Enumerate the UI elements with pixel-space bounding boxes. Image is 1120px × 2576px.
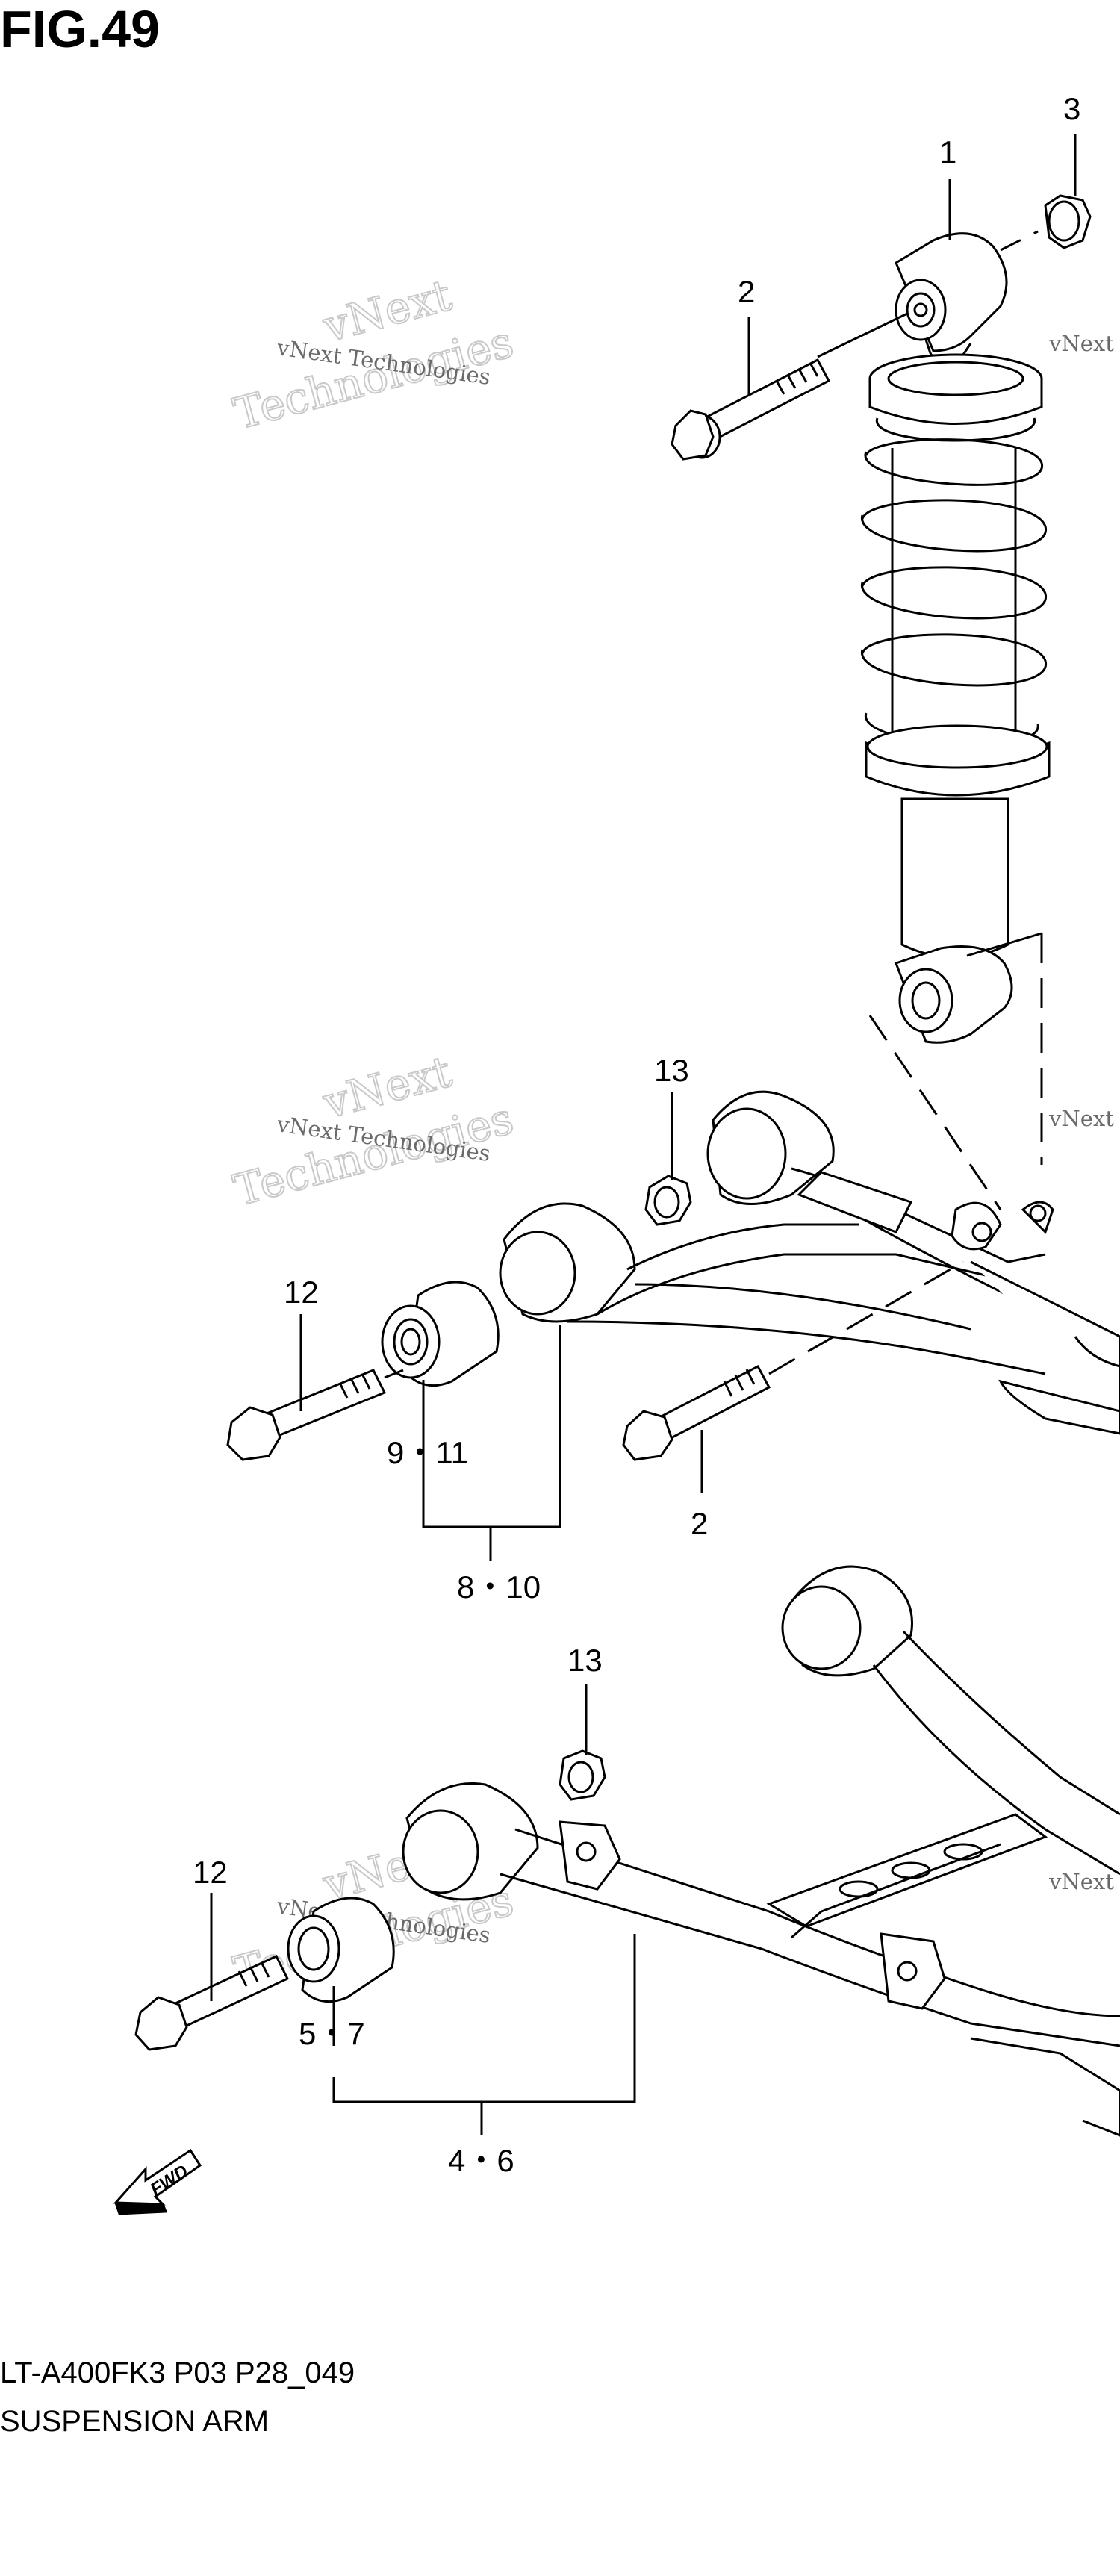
callout-13-lower: 13 bbox=[567, 1643, 603, 1678]
watermark-right-edge: vNext vNext vNext bbox=[1048, 331, 1114, 1894]
assembly-lines-shock bbox=[817, 230, 1043, 1210]
bushing-lower bbox=[287, 1897, 395, 2003]
watermark-group-1: vNext Technologies vNext Technologies bbox=[228, 269, 519, 441]
figure-name: SUSPENSION ARM bbox=[0, 2405, 270, 2438]
callout-2-top: 2 bbox=[738, 274, 755, 309]
watermark-edge-text: vNext bbox=[1048, 331, 1114, 356]
leader-line bbox=[768, 1260, 964, 1375]
figure-code: LT-A400FK3 P03 P28_049 bbox=[0, 2356, 355, 2389]
leader-line bbox=[384, 1369, 404, 1379]
callout-5-7: 5・7 bbox=[299, 2016, 365, 2051]
upper-suspension-arm bbox=[499, 1090, 1120, 1435]
watermark-edge-text: vNext bbox=[1048, 1106, 1114, 1131]
bolt-2-top bbox=[671, 358, 831, 461]
nut-3 bbox=[1044, 194, 1092, 249]
shock-absorber bbox=[861, 232, 1051, 1044]
callout-13-upper: 13 bbox=[654, 1053, 689, 1088]
fwd-arrow-icon: FWD bbox=[113, 2148, 202, 2215]
callout-12-upper: 12 bbox=[284, 1275, 319, 1310]
lower-suspension-arm bbox=[402, 1565, 1120, 2137]
bolt-2-middle bbox=[622, 1364, 771, 1461]
callout-3: 3 bbox=[1063, 91, 1080, 126]
callout-12-lower: 12 bbox=[193, 1855, 228, 1890]
nut-13-upper bbox=[644, 1175, 692, 1226]
callout-4-6: 4・6 bbox=[448, 2143, 514, 2178]
callout-1: 1 bbox=[939, 134, 956, 169]
callout-8-10: 8・10 bbox=[457, 1569, 541, 1605]
watermark-edge-text: vNext bbox=[1048, 1869, 1114, 1894]
bolt-12-lower bbox=[134, 1955, 290, 2051]
nut-13-lower bbox=[559, 1749, 606, 1801]
watermark-group-2: vNext Technologies vNext Technologies bbox=[228, 1045, 519, 1217]
figure-title: FIG.49 bbox=[0, 0, 160, 58]
callout-9-11: 9・11 bbox=[387, 1435, 468, 1470]
bolt-12-upper bbox=[226, 1369, 387, 1461]
callout-leaders bbox=[210, 134, 1077, 2135]
bushing-upper bbox=[381, 1281, 500, 1387]
callout-2-mid: 2 bbox=[691, 1506, 708, 1541]
